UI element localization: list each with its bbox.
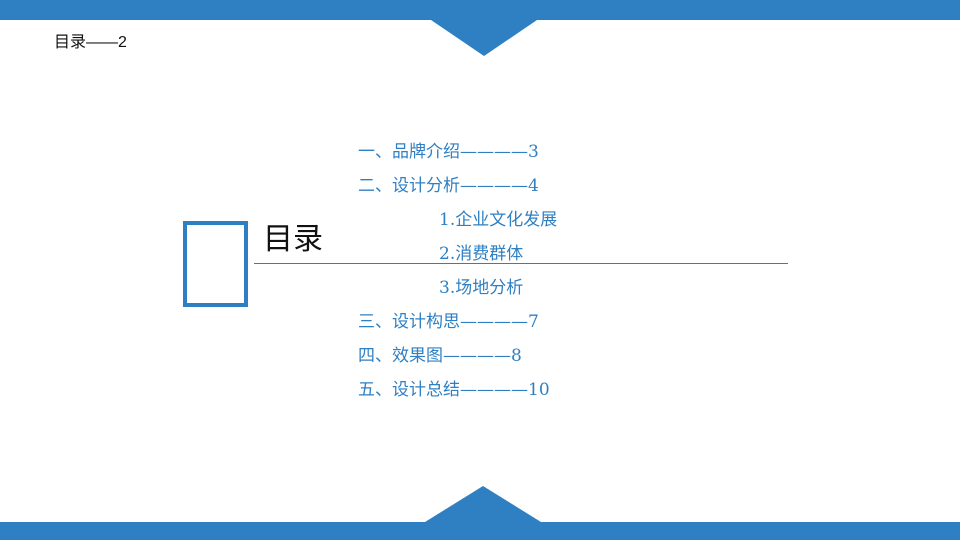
top-triangle-decoration xyxy=(431,20,537,56)
toc-item-renderings[interactable]: 四、效果图————8 xyxy=(358,346,522,366)
toc-item-brand-intro[interactable]: 一、品牌介绍————3 xyxy=(358,142,539,162)
toc-title: 目录 xyxy=(263,222,323,257)
toc-subitem-consumer-group[interactable]: 2.消费群体 xyxy=(439,244,524,264)
toc-item-design-summary[interactable]: 五、设计总结————10 xyxy=(358,380,550,400)
frame-decoration xyxy=(183,221,248,307)
page-header-label: 目录——2 xyxy=(54,34,127,51)
toc-subitem-site-analysis[interactable]: 3.场地分析 xyxy=(439,278,524,298)
toc-item-design-analysis[interactable]: 二、设计分析————4 xyxy=(358,176,539,196)
toc-item-design-concept[interactable]: 三、设计构思————7 xyxy=(358,312,539,332)
title-divider xyxy=(254,263,788,264)
bottom-accent-bar xyxy=(0,522,960,540)
top-accent-bar xyxy=(0,0,960,20)
toc-subitem-corporate-culture[interactable]: 1.企业文化发展 xyxy=(439,210,558,230)
bottom-triangle-decoration xyxy=(425,486,541,522)
